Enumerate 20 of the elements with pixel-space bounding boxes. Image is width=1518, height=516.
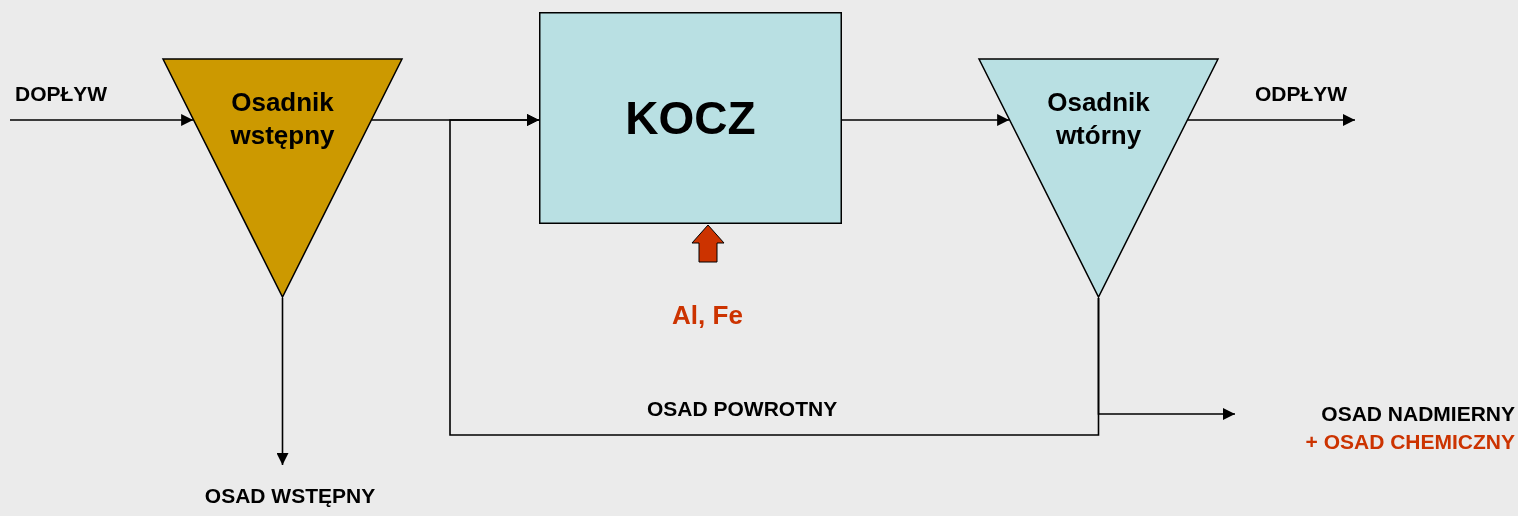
tank-label: Osadnik wtórny [1046, 86, 1151, 151]
output-label: OSAD WSTĘPNY [203, 483, 377, 509]
arrow [1187, 114, 1356, 126]
arrow [276, 297, 289, 466]
tank-label: KOCZ [624, 91, 757, 146]
block-arrow [691, 224, 725, 263]
edge-label: OSAD POWROTNY [647, 397, 838, 421]
arrow [1097, 297, 1236, 420]
chemical-label: Al, Fe [671, 299, 744, 332]
output-label: OSAD NADMIERNY [1320, 401, 1515, 427]
output-label: + OSAD CHEMICZNY [1304, 429, 1515, 456]
process-box [539, 12, 842, 224]
settling-tank-triangle [978, 58, 1219, 298]
settling-tank-triangle [162, 58, 403, 298]
arrow [9, 114, 194, 126]
edge-label: ODPŁYW [1255, 82, 1348, 106]
arrow [841, 114, 1010, 126]
edge-label: DOPŁYW [15, 82, 108, 106]
tank-label: Osadnik wstępny [229, 86, 336, 151]
arrow [449, 114, 1100, 436]
